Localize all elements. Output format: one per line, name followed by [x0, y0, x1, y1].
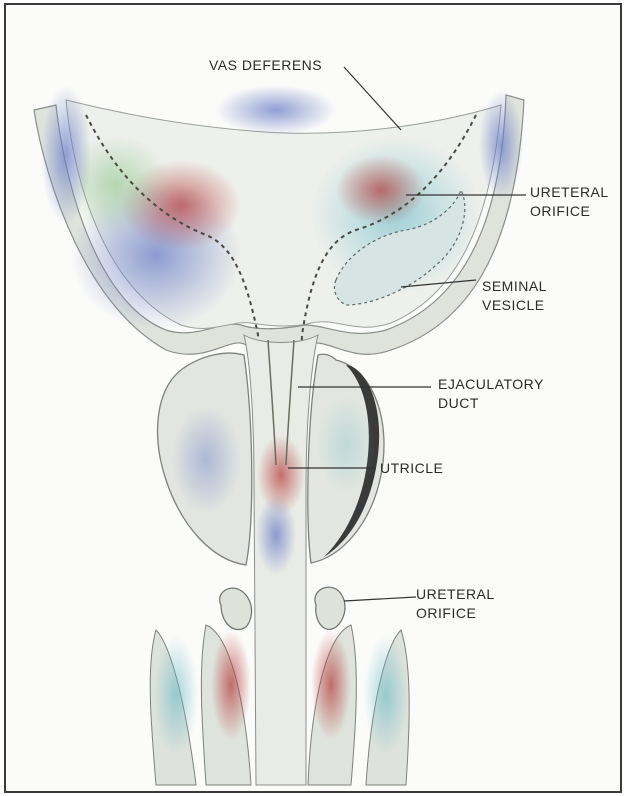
label-vas-deferens: VAS DEFERENS	[209, 56, 322, 75]
gland-right	[315, 587, 345, 629]
lower-left-shading	[154, 635, 198, 755]
prostate-left-shading	[171, 405, 241, 515]
prostate-right-shading	[316, 395, 376, 495]
leader-ureteral-orifice-lower	[344, 597, 416, 601]
label-utricle: UTRICLE	[380, 459, 443, 478]
label-seminal-vesicle: SEMINAL VESICLE	[482, 277, 547, 315]
bladder-wall-shading-left	[41, 85, 91, 225]
urethra-shading	[256, 495, 296, 575]
bladder-wall-shading-right	[479, 90, 523, 200]
bladder-top-shading	[216, 85, 336, 135]
label-ejaculatory-duct: EJACULATORY DUCT	[438, 375, 544, 413]
lower-right-shading	[364, 635, 408, 755]
gland-left	[220, 588, 252, 629]
label-ureteral-orifice-upper: URETERAL ORIFICE	[530, 183, 609, 221]
leader-vas-deferens	[344, 67, 401, 130]
lower-right-red-shading	[311, 630, 351, 740]
lower-left-red-shading	[211, 630, 251, 740]
label-ureteral-orifice-lower: URETERAL ORIFICE	[416, 585, 495, 623]
ureteral-orifice-shading	[336, 155, 426, 225]
figure-frame: VAS DEFERENS URETERAL ORIFICE SEMINAL VE…	[4, 3, 622, 793]
